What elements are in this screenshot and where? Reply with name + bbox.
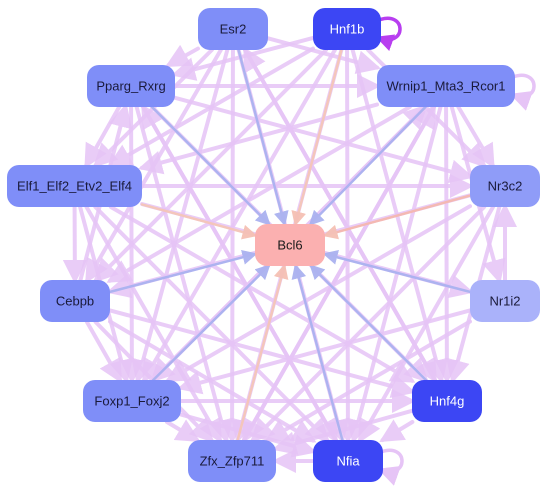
edge-nr3c2-to-foxp1 bbox=[164, 204, 472, 382]
node-bcl6[interactable]: Bcl6 bbox=[255, 224, 325, 266]
node-label-nr1i2: Nr1i2 bbox=[489, 294, 520, 309]
node-wrnip1[interactable]: Wrnip1_Mta3_Rcor1 bbox=[377, 65, 515, 107]
node-label-hnf4g: Hnf4g bbox=[430, 394, 465, 409]
edge-hnf4g-to-nfia bbox=[379, 419, 415, 443]
edge-hnf1b-to-bcl6 bbox=[291, 48, 343, 227]
node-box-esr2 bbox=[198, 8, 268, 50]
node-label-zfx: Zfx_Zfp711 bbox=[200, 454, 265, 469]
edge-cebpb-to-bcl6 bbox=[108, 250, 258, 294]
edge-hnf4g-to-esr2 bbox=[243, 46, 437, 382]
node-nfia[interactable]: Nfia bbox=[313, 440, 383, 482]
edge-esr2-to-bcl6 bbox=[237, 48, 289, 227]
node-label-nr3c2: Nr3c2 bbox=[488, 179, 523, 194]
self-loop-wrnip1 bbox=[509, 73, 536, 111]
node-nr1i2[interactable]: Nr1i2 bbox=[470, 280, 540, 322]
edge-hnf4g-to-zfx bbox=[272, 408, 414, 455]
node-label-pparg: Pparg_Rxrg bbox=[96, 79, 165, 94]
edge-hnf1b-to-foxp1 bbox=[142, 48, 337, 384]
edge-hnf1b-to-nfia bbox=[335, 48, 360, 444]
node-box-zfx bbox=[188, 440, 276, 482]
edge-nr3c2-to-bcl6 bbox=[322, 194, 472, 240]
node-hnf1b[interactable]: Hnf1b bbox=[313, 8, 381, 50]
node-label-hnf1b: Hnf1b bbox=[330, 22, 365, 37]
node-box-nr3c2 bbox=[470, 165, 540, 207]
edge-elf-to-hnf4g bbox=[108, 205, 416, 383]
self-loop-hnf1b bbox=[375, 16, 402, 51]
node-box-hnf1b bbox=[313, 8, 381, 50]
edge-zfx-to-wrnip1 bbox=[241, 103, 437, 442]
node-pparg[interactable]: Pparg_Rxrg bbox=[87, 65, 175, 107]
edge-cebpb-to-nfia bbox=[108, 319, 317, 443]
edge-hnf4g-to-bcl6 bbox=[309, 264, 428, 382]
node-zfx[interactable]: Zfx_Zfp711 bbox=[188, 440, 276, 482]
node-box-nr1i2 bbox=[470, 280, 540, 322]
node-box-nfia bbox=[313, 440, 383, 482]
edge-zfx-to-bcl6 bbox=[236, 263, 289, 442]
edge-wrnip1-to-nr3c2 bbox=[456, 105, 495, 169]
node-box-bcl6 bbox=[255, 224, 325, 266]
node-esr2[interactable]: Esr2 bbox=[198, 8, 268, 50]
edge-nfia-to-pparg bbox=[141, 103, 338, 442]
self-loop-layer bbox=[375, 16, 536, 486]
node-elf[interactable]: Elf1_Elf2_Etv2_Elf4 bbox=[7, 165, 142, 207]
edge-foxp1-to-bcl6 bbox=[152, 264, 271, 382]
node-box-elf bbox=[7, 165, 142, 207]
node-box-hnf4g bbox=[412, 380, 482, 422]
node-label-bcl6: Bcl6 bbox=[277, 238, 302, 253]
edge-wrnip1-to-cebpb bbox=[106, 105, 412, 283]
node-nr3c2[interactable]: Nr3c2 bbox=[470, 165, 540, 207]
node-label-nfia: Nfia bbox=[336, 454, 360, 469]
node-hnf4g[interactable]: Hnf4g bbox=[412, 380, 482, 422]
node-box-foxp1 bbox=[83, 380, 181, 422]
node-foxp1[interactable]: Foxp1_Foxj2 bbox=[83, 380, 181, 422]
edge-pparg-to-nr3c2 bbox=[173, 95, 474, 184]
edge-foxp1-to-zfx bbox=[165, 419, 201, 443]
node-label-esr2: Esr2 bbox=[220, 22, 247, 37]
edge-nr1i2-to-bcl6 bbox=[322, 250, 472, 294]
edge-pparg-to-bcl6 bbox=[150, 105, 271, 226]
edge-esr2-to-zfx bbox=[220, 48, 245, 444]
edge-cebpb-to-foxp1 bbox=[84, 320, 123, 384]
node-box-cebpb bbox=[40, 280, 110, 322]
edge-elf-to-bcl6 bbox=[140, 203, 258, 240]
node-box-pparg bbox=[87, 65, 175, 107]
self-loop-nfia bbox=[377, 448, 404, 486]
node-label-wrnip1: Wrnip1_Mta3_Rcor1 bbox=[387, 79, 506, 94]
node-label-elf: Elf1_Elf2_Etv2_Elf4 bbox=[17, 179, 132, 194]
node-box-wrnip1 bbox=[377, 65, 515, 107]
edge-esr2-to-pparg bbox=[165, 44, 200, 67]
edge-wrnip1-to-elf bbox=[138, 102, 379, 175]
edge-wrnip1-to-bcl6 bbox=[308, 105, 427, 226]
node-label-cebpb: Cebpb bbox=[56, 294, 94, 309]
edge-nr1i2-to-foxp1 bbox=[177, 308, 472, 395]
edge-nfia-to-bcl6 bbox=[291, 263, 344, 442]
node-cebpb[interactable]: Cebpb bbox=[40, 280, 110, 322]
node-label-foxp1: Foxp1_Foxj2 bbox=[94, 394, 169, 409]
